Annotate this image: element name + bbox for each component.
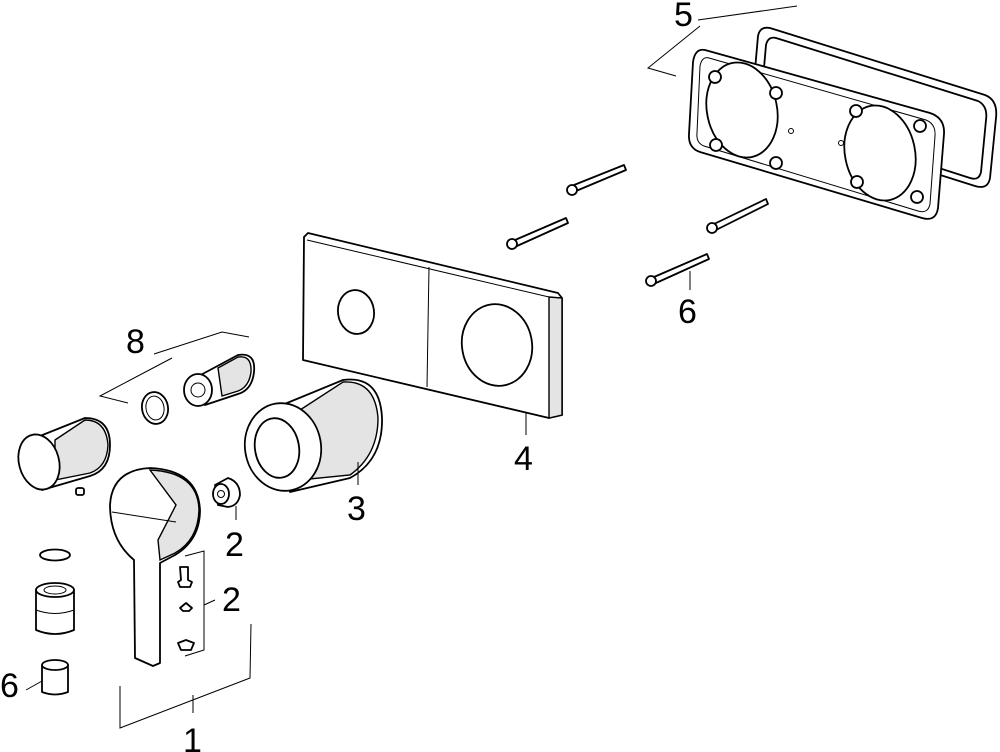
o-ring — [140, 391, 170, 425]
lever-handle — [109, 467, 201, 667]
o-ring-small — [39, 548, 71, 562]
callout-number: 6 — [0, 667, 19, 705]
mounting-screws — [506, 164, 769, 287]
callout-number: 3 — [347, 490, 366, 528]
callout-4: 4 — [514, 413, 533, 478]
adapter-nut — [212, 477, 241, 508]
flow-insert — [41, 659, 69, 696]
callout-6: 6 — [678, 271, 697, 331]
callout-number: 6 — [678, 293, 697, 331]
escutcheon-sleeve — [243, 378, 383, 493]
screw — [506, 217, 569, 250]
callout-2a: 2 — [225, 506, 244, 564]
handle-cap — [17, 417, 111, 496]
callout-number: 5 — [674, 0, 693, 34]
mounting-frame — [688, 48, 945, 220]
callout-3: 3 — [347, 462, 366, 528]
diverter-spindle — [183, 353, 256, 407]
screw-and-clips — [177, 566, 195, 651]
screw — [566, 164, 627, 196]
callout-number: 1 — [183, 722, 202, 752]
callout-number: 8 — [126, 323, 145, 361]
callout-5: 5 — [646, 0, 798, 77]
callout-8: 8 — [98, 323, 250, 404]
callout-7: 6 — [0, 667, 43, 705]
callout-number: 4 — [514, 440, 533, 478]
cover-plate — [302, 232, 563, 419]
callout-number: 2 — [222, 581, 241, 619]
screw — [706, 198, 769, 234]
screw — [645, 253, 710, 287]
callout-1: 1 — [119, 623, 252, 752]
cartridge-insert — [35, 582, 75, 635]
callout-number: 2 — [225, 526, 244, 564]
callout-2b: 2 — [184, 550, 241, 657]
